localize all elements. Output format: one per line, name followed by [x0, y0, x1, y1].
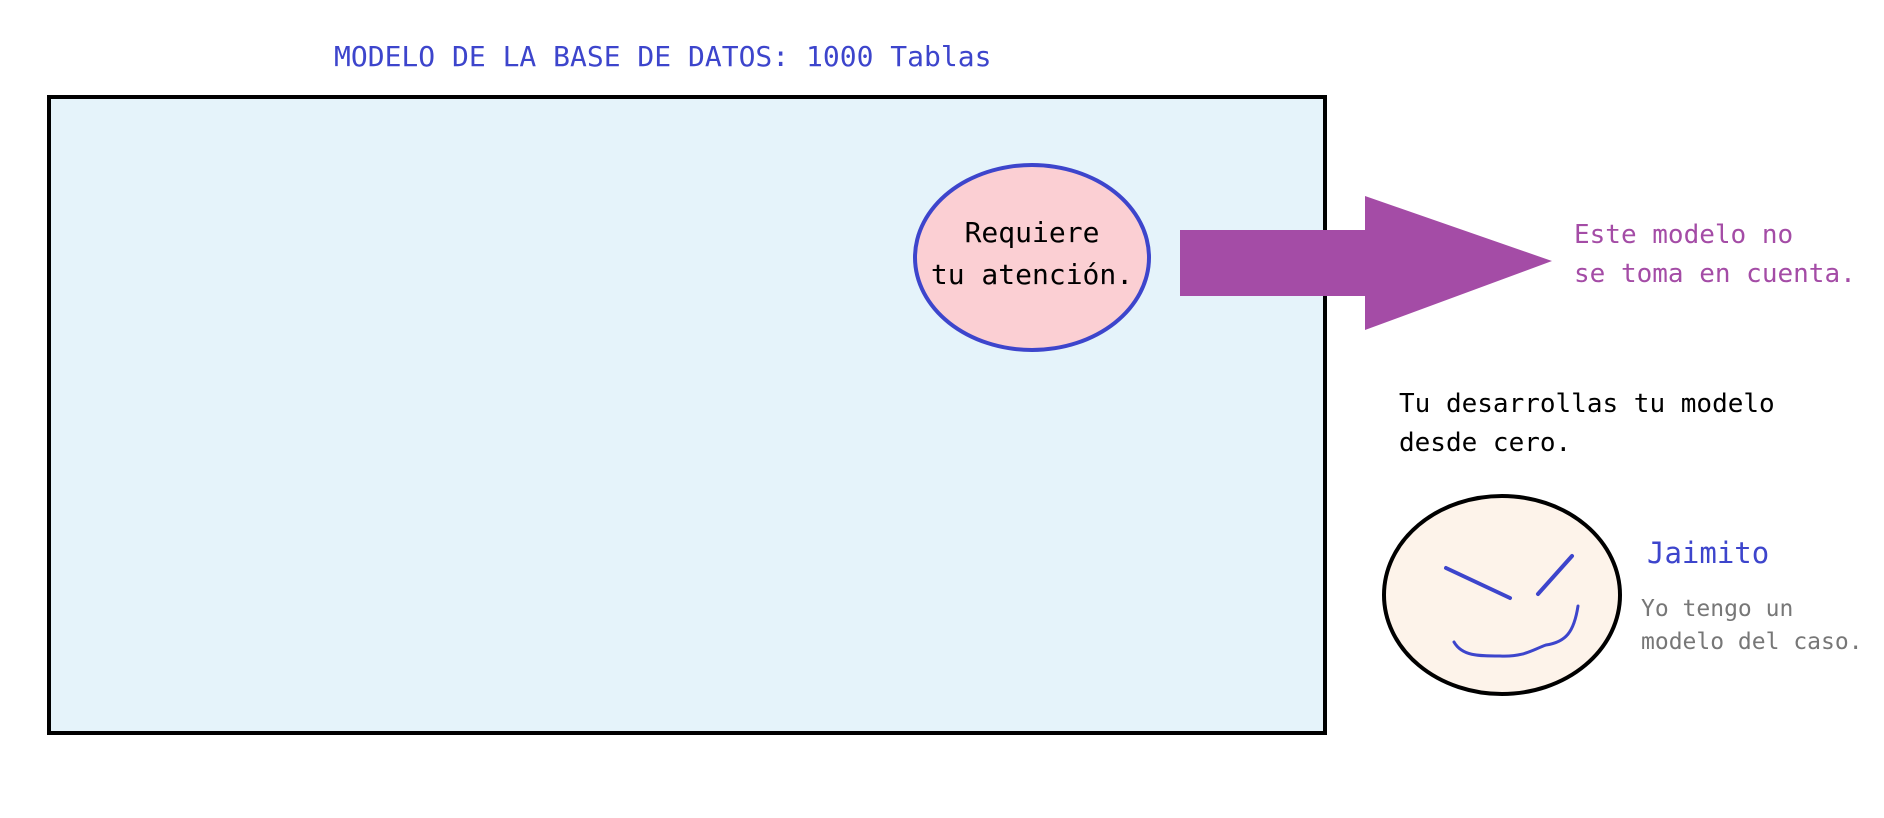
smirk-mouth — [1452, 604, 1580, 658]
smirking-face-icon — [1382, 494, 1622, 696]
right-eye — [1536, 554, 1574, 596]
attention-callout-text: Requiere tu atención. — [930, 216, 1134, 291]
person-name: Jaimito — [1647, 536, 1770, 570]
left-eye — [1444, 566, 1512, 600]
arrow-shape — [1180, 196, 1552, 330]
right-arrow-icon — [1180, 196, 1552, 330]
database-model-box — [47, 95, 1327, 735]
ignored-model-note: Este modelo no se toma en cuenta. — [1574, 220, 1856, 289]
attention-callout-ellipse — [913, 163, 1151, 352]
diagram-title: MODELO DE LA BASE DE DATOS: 1000 Tablas — [334, 40, 992, 73]
person-quote: Yo tengo un modelo del caso. — [1641, 596, 1863, 655]
develop-from-scratch-note: Tu desarrollas tu modelo desde cero. — [1399, 389, 1775, 458]
